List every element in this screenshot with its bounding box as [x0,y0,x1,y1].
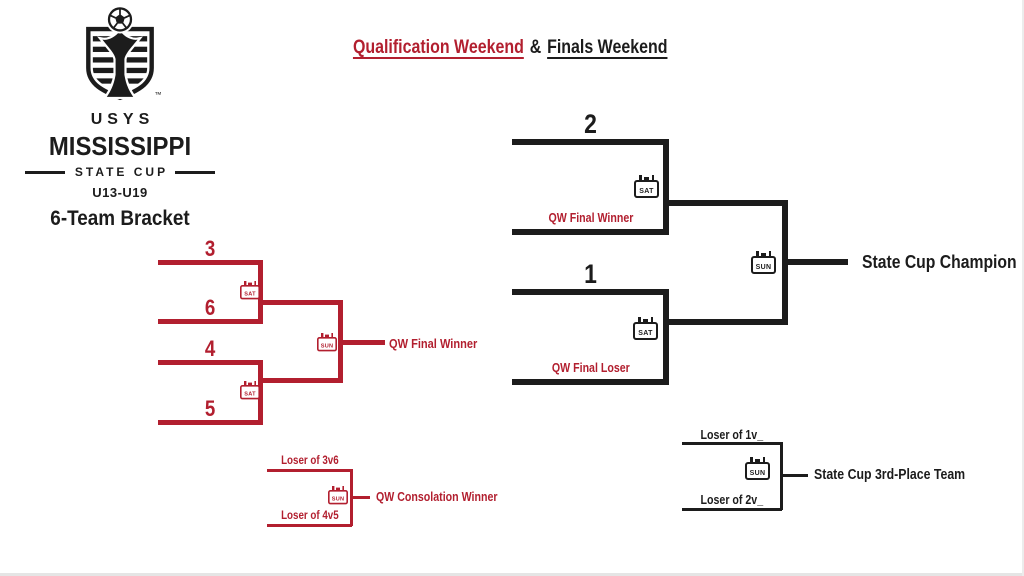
state-cup-wordmark: STATE CUP [18,165,222,179]
seed-2-label: 2 [584,109,597,139]
state-cup-champion-label: State Cup Champion [862,251,1017,272]
qw-consolation-winner-label: QW Consolation Winner [376,490,498,504]
calendar-sun-icon: SUN [328,486,348,505]
final-semi2-connector [663,289,669,385]
third-place-team-label: State Cup 3rd-Place Team [814,467,966,483]
weekend-legend: Qualification Weekend&Finals Weekend [323,37,683,59]
seed-3-label: 3 [204,236,216,261]
calendar-sun-icon: SUN [751,251,776,274]
seed-6-label: 6 [204,295,216,320]
seed-1-label: 1 [584,259,597,289]
cons-team-b-label: Loser of 4v5 [280,510,339,522]
finals-weekend-link[interactable]: Finals Weekend [547,37,668,58]
page-edge-bottom [0,573,1024,576]
bracket-title: 6-Team Bracket [50,207,190,230]
seed6-line [158,319,262,324]
third-team-b-label: Loser of 2v_ [700,493,764,507]
rule-right [175,170,216,174]
legend-separator: & [529,37,542,58]
usys-wordmark: USYS [90,111,155,128]
rule-left [24,170,65,174]
page-edge-right [1022,0,1024,576]
qw-final-winner-slot-label: QW Final Winner [389,336,478,351]
seed-4-label: 4 [204,336,216,361]
seed3-line [158,260,262,265]
seed5-line [158,420,262,425]
seed4-line [158,360,262,365]
calendar-sat-icon: SAT [634,175,659,198]
final-semi2-out-line [663,319,788,325]
seed2-line [512,139,669,145]
usys-shield-icon: ™ [86,5,161,101]
final-semi1-connector [663,139,669,235]
seed1-line [512,289,669,295]
calendar-sun-icon: SUN [745,457,770,480]
qual-semi1-connector [258,260,263,324]
third-top-line [682,442,782,445]
mississippi-wordmark: MISSISSIPPI [48,131,192,161]
trademark-symbol: ™ [154,92,161,99]
champion-line [782,259,848,265]
qw-final-winner-line [512,229,669,235]
trophy-icon [97,27,143,100]
qw-final-winner-entry-label: QW Final Winner [548,211,633,225]
qual-semi1-out-line [258,300,343,305]
calendar-sun-icon: SUN [317,333,337,352]
qual-semi2-connector [258,360,263,425]
third-team-a-label: Loser of 1v_ [700,428,764,442]
calendar-sat-icon: SAT [633,317,658,340]
cons-team-a-label: Loser of 3v6 [280,455,339,467]
cons-bottom-line [267,524,352,527]
qw-final-loser-entry-label: QW Final Loser [551,361,630,375]
soccer-ball-icon [105,5,135,34]
qual-winner-line [338,340,385,345]
usys-mississippi-logo: ™ USYS MISSISSIPPI STATE CUP U13-U19 6-T… [18,5,222,231]
qual-semi2-out-line [258,378,343,383]
third-bottom-line [682,508,782,511]
third-out-line [780,474,808,477]
qw-final-loser-line [512,379,669,385]
qualification-weekend-link[interactable]: Qualification Weekend [352,37,524,58]
final-semi1-out-line [663,200,788,206]
calendar-sat-icon: SAT [240,281,260,300]
age-range-label: U13-U19 [92,185,148,200]
calendar-sat-icon: SAT [240,381,260,400]
seed-5-label: 5 [204,396,216,421]
cons-winner-line [350,496,370,499]
cons-top-line [267,469,352,472]
